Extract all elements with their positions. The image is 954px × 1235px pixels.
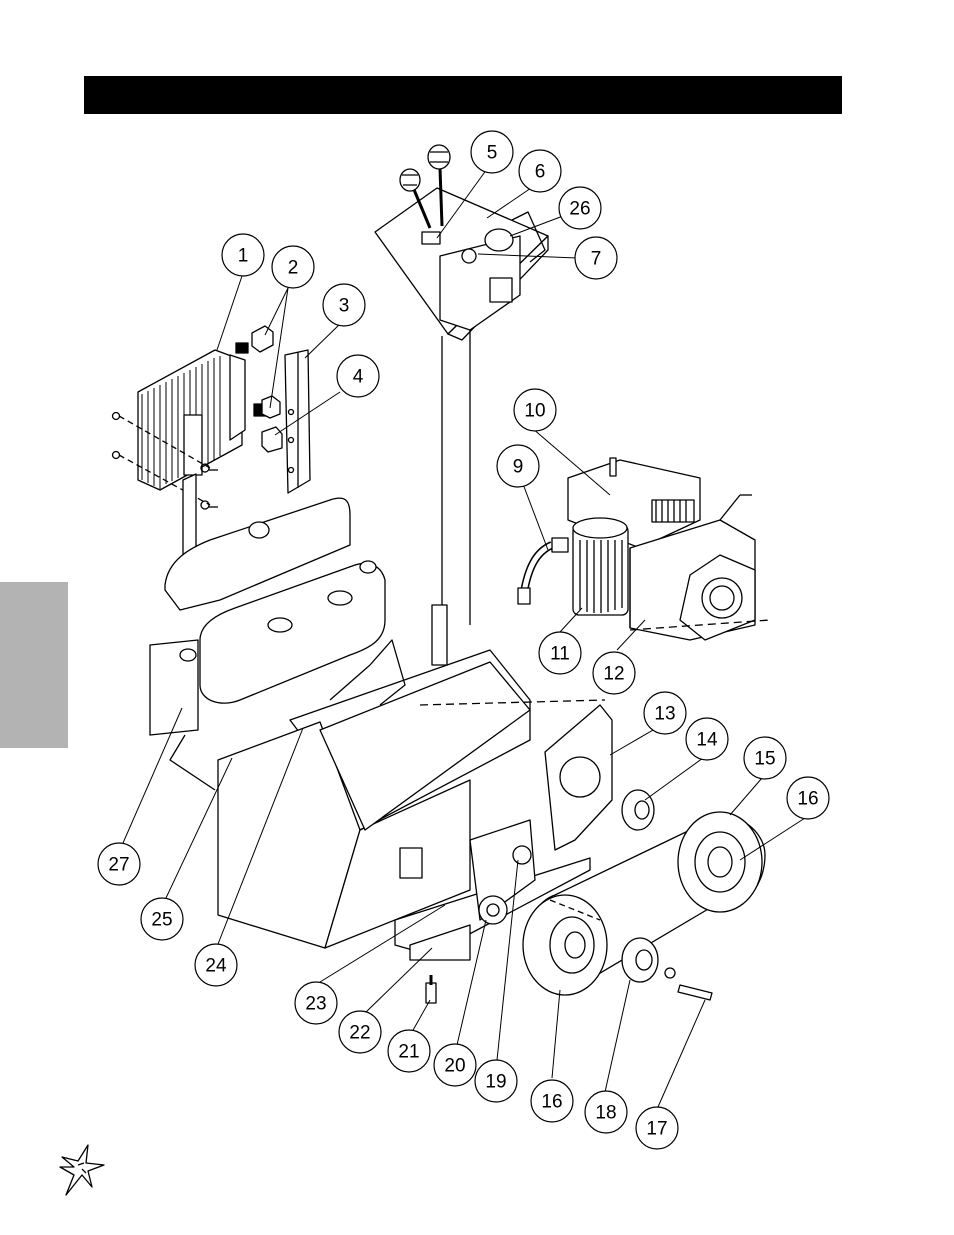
reservoir-drawing (149, 497, 531, 949)
leader-lines (122, 168, 806, 1108)
drive-bracket-drawing (394, 699, 613, 1004)
callout-label: 9 (513, 457, 524, 478)
header-bar (84, 76, 842, 114)
callout-label: 24 (205, 956, 227, 977)
callout-label: 25 (151, 910, 172, 931)
callout-label: 15 (754, 749, 775, 770)
callout-label: 26 (569, 199, 590, 220)
callout-label: 19 (485, 1072, 506, 1093)
pump-assembly-drawing (517, 457, 771, 641)
callout-label: 11 (550, 644, 570, 665)
callout-circles (97, 130, 830, 1150)
callout-label: 22 (349, 1023, 370, 1044)
callout-label: 10 (524, 401, 545, 422)
callout-label: 27 (108, 855, 129, 876)
callout-label: 14 (696, 730, 718, 751)
callout-label: 17 (646, 1119, 667, 1140)
callout-label: 13 (654, 704, 675, 725)
pulley-belt-drawing (522, 789, 766, 1001)
callout-label: 5 (487, 143, 498, 164)
callout-label: 12 (603, 664, 624, 685)
callout-label: 16 (541, 1092, 562, 1113)
callout-label: 4 (353, 367, 364, 388)
callout-label: 7 (591, 249, 602, 270)
callout-label: 18 (595, 1103, 616, 1124)
callout-label: 23 (305, 994, 326, 1015)
callout-label: 2 (288, 258, 299, 279)
callout-label: 20 (444, 1056, 465, 1077)
callout-label: 21 (398, 1042, 419, 1063)
section-tab (0, 582, 68, 748)
oil-cooler-drawing (111, 325, 281, 561)
callout-label: 3 (339, 296, 350, 317)
callout-label: 1 (238, 246, 249, 267)
star-burst-logo-icon (59, 1144, 105, 1196)
callout-label: 6 (535, 162, 546, 183)
callout-label: 16 (797, 789, 818, 810)
